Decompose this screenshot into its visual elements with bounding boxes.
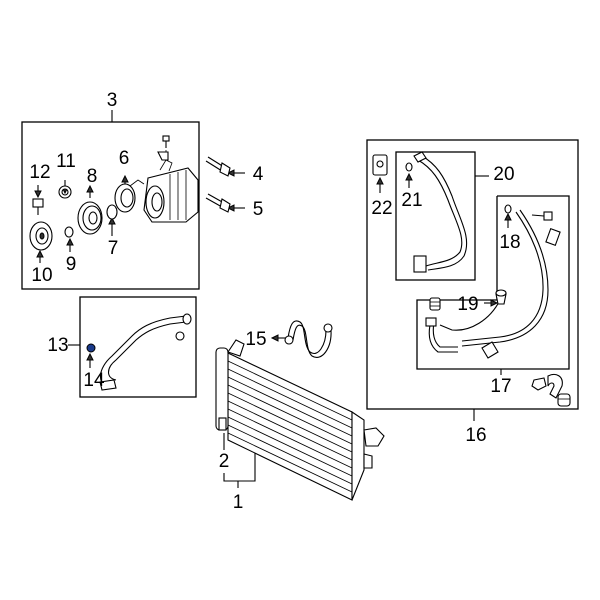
clamp-icon — [547, 373, 563, 399]
callout-17: 17 — [490, 376, 511, 397]
bolt-5-icon — [205, 193, 231, 213]
compressor-body-icon — [143, 135, 199, 223]
callout-labels: 3 6 11 12 8 4 5 7 9 10 13 14 15 2 1 20 2… — [29, 90, 520, 513]
o-ring-21-icon — [405, 162, 413, 172]
hose-group-box — [79, 296, 197, 398]
clutch-8-icon — [77, 201, 103, 235]
callout-15: 15 — [245, 329, 266, 350]
suction-line-box — [395, 151, 476, 281]
nut-icon — [531, 377, 547, 391]
line-assembly-group-box — [366, 139, 579, 410]
callout-8: 8 — [87, 166, 98, 187]
suction-line-20-icon — [417, 159, 463, 267]
callout-2: 2 — [219, 451, 230, 472]
callout-19: 19 — [457, 294, 478, 315]
discharge-hose-icon — [86, 313, 192, 391]
cap-icon — [429, 297, 441, 311]
callout-10: 10 — [31, 265, 52, 286]
callout-22: 22 — [371, 198, 392, 219]
callout-9: 9 — [66, 254, 77, 275]
callout-6: 6 — [119, 148, 130, 169]
callout-20: 20 — [493, 164, 514, 185]
snap-ring-11-icon — [58, 185, 72, 199]
callout-11: 11 — [56, 151, 76, 172]
callout-7: 7 — [108, 238, 119, 259]
o-ring-14-icon — [86, 343, 96, 353]
callout-1: 1 — [233, 492, 244, 513]
compressor-group-box — [21, 121, 200, 290]
callout-16: 16 — [465, 425, 486, 446]
sensor-19-icon — [495, 289, 507, 305]
ring-7-icon — [106, 204, 118, 220]
condenser-icon — [215, 339, 385, 501]
bracket-icon — [481, 341, 499, 359]
callout-21: 21 — [401, 190, 422, 211]
liquid-hose-15-icon — [284, 320, 333, 358]
callout-13: 13 — [47, 335, 68, 356]
callout-12: 12 — [29, 162, 50, 183]
pulley-10-icon — [29, 221, 53, 251]
bolt-12-icon — [32, 198, 44, 215]
expansion-valve-22-icon — [372, 154, 388, 176]
grommet-icon — [557, 393, 571, 407]
bolt-18-icon — [531, 211, 553, 221]
callout-14: 14 — [83, 370, 105, 391]
line-assembly-parts — [372, 151, 571, 407]
o-ring-18-icon — [504, 204, 512, 214]
compressor-parts — [29, 135, 199, 251]
callout-5: 5 — [253, 199, 264, 220]
liquid-line-17-icon — [461, 209, 549, 347]
bolt-4-icon — [205, 156, 231, 177]
coil-6-icon — [114, 179, 145, 213]
leader-lines — [34, 110, 512, 488]
callout-4: 4 — [253, 164, 264, 185]
callout-3: 3 — [107, 90, 118, 111]
washer-9-icon — [64, 226, 74, 238]
callout-18: 18 — [499, 232, 520, 253]
